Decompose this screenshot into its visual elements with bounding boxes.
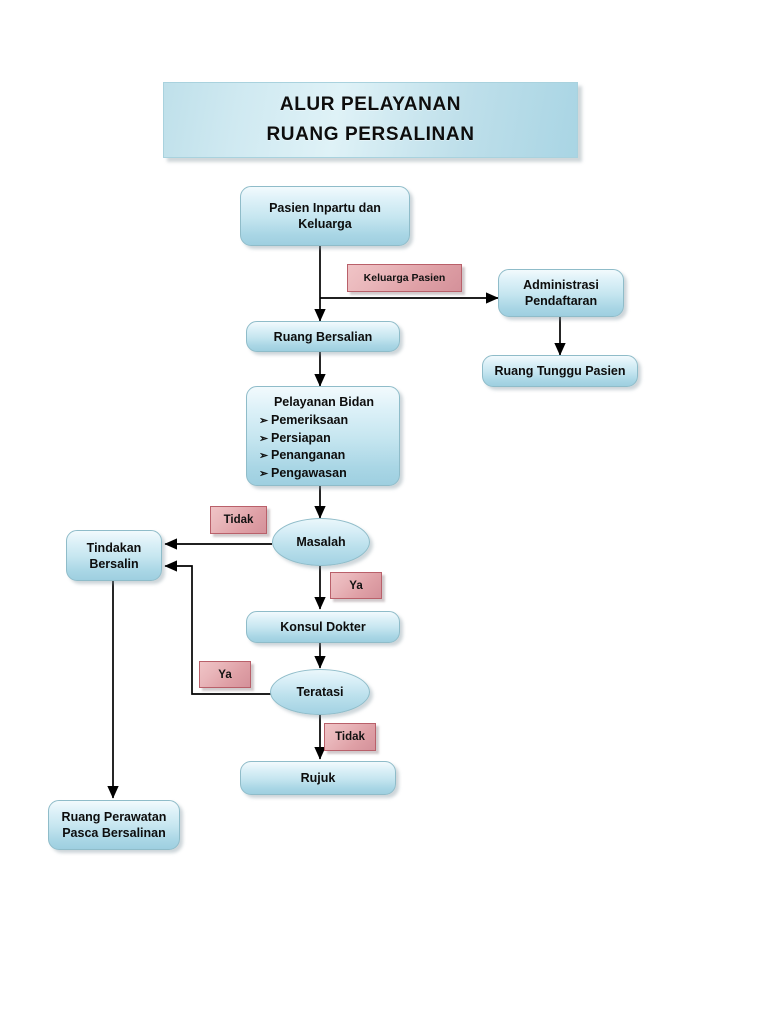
list-item: ➢Persiapan [257, 430, 391, 448]
node-administrasi-pendaftaran[interactable]: Administrasi Pendaftaran [498, 269, 624, 317]
pelayanan-bidan-list: ➢Pemeriksaan ➢Persiapan ➢Penanganan ➢Pen… [257, 412, 391, 482]
node-ruang-tunggu-pasien[interactable]: Ruang Tunggu Pasien [482, 355, 638, 387]
title-line-1: ALUR PELAYANAN [279, 94, 462, 115]
title-banner: ALUR PELAYANAN RUANG PERSALINAN [163, 82, 578, 158]
list-item: ➢Pemeriksaan [257, 412, 391, 430]
node-konsul-dokter-label: Konsul Dokter [280, 620, 366, 634]
arrow-bullet-icon: ➢ [259, 467, 269, 480]
arrow-bullet-icon: ➢ [259, 450, 269, 462]
node-perawatan-line1: Ruang Perawatan [61, 810, 167, 824]
node-tindakan-line2: Bersalin [89, 556, 139, 571]
decision-teratasi-label: Teratasi [296, 685, 344, 699]
edge-label-teratasi-tidak: Tidak [324, 723, 376, 751]
node-pasien-inpartu-line1: Pasien Inpartu dan [269, 201, 381, 215]
edge-label-masalah-tidak-text: Tidak [223, 514, 254, 526]
node-pasien-inpartu-line2: Keluarga [298, 217, 352, 231]
node-administrasi-line2: Pendaftaran [524, 294, 598, 308]
edge-label-keluarga-pasien-text: Keluarga Pasien [363, 272, 446, 284]
node-ruang-bersalian-label: Ruang Bersalian [273, 329, 373, 344]
title-line-2: RUANG PERSALINAN [266, 124, 475, 145]
edge-label-teratasi-tidak-text: Tidak [335, 731, 365, 743]
edge-label-keluarga-pasien: Keluarga Pasien [347, 264, 462, 292]
list-item-label: Pemeriksaan [271, 413, 349, 427]
list-item: ➢Pengawasan [257, 465, 391, 483]
decision-teratasi[interactable]: Teratasi [270, 669, 370, 715]
node-konsul-dokter[interactable]: Konsul Dokter [246, 611, 400, 643]
node-pelayanan-bidan[interactable]: Pelayanan Bidan ➢Pemeriksaan ➢Persiapan … [246, 386, 400, 486]
node-administrasi-line1: Administrasi [523, 278, 599, 292]
arrow-bullet-icon: ➢ [259, 432, 269, 445]
arrow-bullet-icon: ➢ [259, 415, 269, 427]
edge-label-masalah-ya: Ya [330, 572, 382, 599]
list-item-label: Persiapan [271, 430, 331, 445]
edge-label-masalah-tidak: Tidak [210, 506, 267, 534]
node-rujuk-label: Rujuk [300, 771, 336, 785]
node-ruang-bersalian[interactable]: Ruang Bersalian [246, 321, 400, 352]
list-item-label: Pengawasan [271, 465, 347, 480]
decision-masalah[interactable]: Masalah [272, 518, 370, 566]
node-ruang-perawatan-pasca-bersalinan[interactable]: Ruang Perawatan Pasca Bersalinan [48, 800, 180, 850]
edge-label-masalah-ya-text: Ya [349, 579, 363, 592]
node-pasien-inpartu[interactable]: Pasien Inpartu dan Keluarga [240, 186, 410, 246]
node-ruang-tunggu-label: Ruang Tunggu Pasien [494, 364, 626, 378]
list-item-label: Penanganan [271, 448, 346, 462]
edge-label-teratasi-ya: Ya [199, 661, 251, 688]
node-tindakan-bersalin[interactable]: Tindakan Bersalin [66, 530, 162, 581]
node-perawatan-line2: Pasca Bersalinan [62, 826, 166, 840]
edge-label-teratasi-ya-text: Ya [218, 668, 232, 681]
node-pelayanan-bidan-title: Pelayanan Bidan [273, 395, 375, 409]
list-item: ➢Penanganan [257, 447, 391, 465]
node-rujuk[interactable]: Rujuk [240, 761, 396, 795]
decision-masalah-label: Masalah [296, 535, 346, 549]
node-tindakan-line1: Tindakan [86, 540, 142, 555]
